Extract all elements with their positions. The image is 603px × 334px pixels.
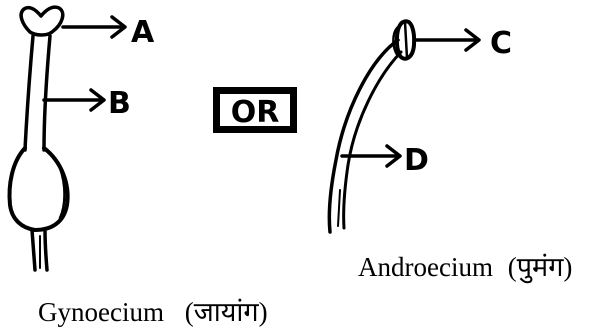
label-a: A bbox=[131, 15, 155, 50]
androecium-drawing bbox=[327, 19, 417, 234]
label-d: D bbox=[404, 143, 429, 178]
arrow-a bbox=[61, 15, 127, 39]
arrow-d bbox=[340, 144, 402, 168]
anther bbox=[394, 19, 417, 61]
anther-back bbox=[392, 26, 400, 58]
filament-inner bbox=[342, 50, 403, 230]
label-b: B bbox=[108, 86, 131, 121]
filament bbox=[327, 38, 400, 234]
caption-gynoecium-hi: (जायांग) bbox=[185, 297, 268, 327]
anther-lobe-line bbox=[403, 20, 409, 60]
arrow-b bbox=[42, 88, 106, 112]
ovary-shading bbox=[58, 166, 66, 220]
pedicel bbox=[30, 228, 49, 272]
or-text: OR bbox=[231, 95, 280, 130]
style-right-edge bbox=[42, 34, 52, 152]
ovary bbox=[7, 146, 70, 232]
caption-androecium-hi: (पुमंग) bbox=[508, 252, 573, 284]
caption-androecium: Androecium (पुमंग) bbox=[358, 252, 572, 284]
caption-gynoecium-en: Gynoecium bbox=[38, 297, 164, 327]
label-c: C bbox=[490, 26, 512, 61]
caption-androecium-en: Androecium bbox=[358, 252, 493, 282]
style bbox=[23, 34, 35, 152]
caption-gynoecium: Gynoecium (जायांग) bbox=[38, 297, 268, 327]
or-box: OR bbox=[213, 87, 297, 133]
filament-shade bbox=[337, 189, 341, 227]
gynoecium-drawing bbox=[7, 5, 70, 272]
stigma bbox=[19, 5, 65, 37]
arrow-c bbox=[412, 28, 481, 52]
